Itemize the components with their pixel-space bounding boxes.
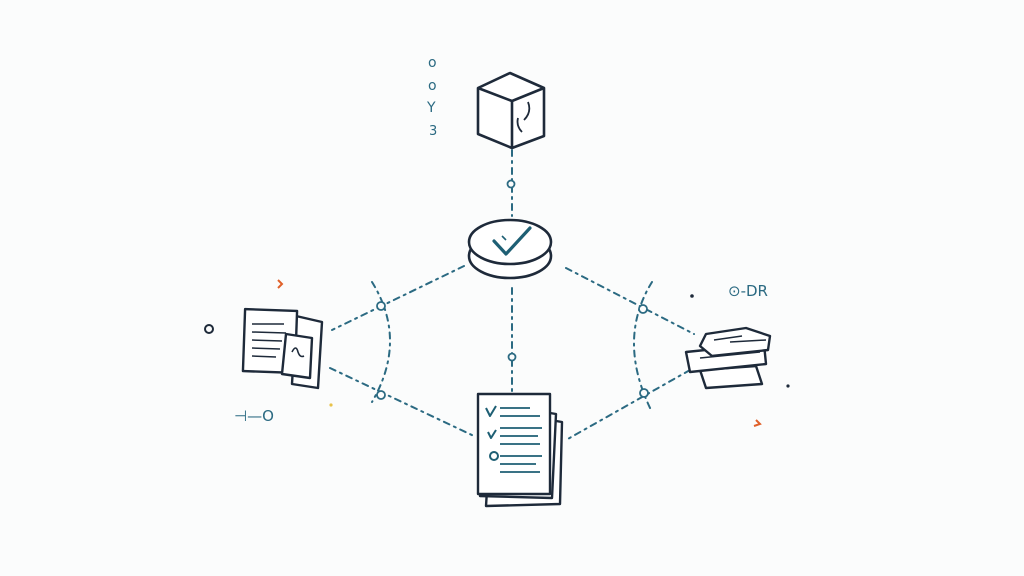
label-right: ⊙-DR (728, 282, 768, 300)
junction-node (376, 301, 386, 311)
glyph-labels: o o Y 3 ⊙-DR ⊣—O (234, 55, 768, 425)
connector-lines (329, 149, 695, 441)
glyph-top-left: 3 (429, 124, 437, 139)
stacked-books-icon (684, 326, 772, 390)
junction-node (639, 388, 649, 398)
junction-node (376, 390, 386, 400)
orange-mark (277, 279, 284, 289)
junction-node (506, 179, 516, 189)
decorative-accents (204, 279, 790, 427)
glyph-top-left: o (428, 55, 437, 71)
connector-hub-docs (331, 265, 465, 331)
dot-yellow (329, 403, 333, 407)
junction-node (638, 304, 648, 314)
dot (690, 294, 694, 298)
checkmark-hub-icon (467, 218, 553, 280)
glyph-top-left: o (428, 78, 437, 94)
dot-ring (204, 324, 214, 334)
checklist-documents-icon (476, 392, 564, 508)
glyph-top-left: Y (426, 100, 436, 116)
orange-mark (753, 419, 762, 427)
label-left: ⊣—O (234, 407, 274, 425)
cube-icon (476, 71, 546, 150)
connector-books-checklist (565, 369, 691, 441)
check-mark (492, 226, 532, 256)
dot (786, 384, 790, 388)
connector-docs-checklist (329, 367, 475, 437)
junction-node (507, 352, 517, 362)
junction-nodes (376, 179, 649, 400)
arc-left (371, 281, 391, 403)
documents-left-icon (241, 307, 324, 390)
connector-hub-books (565, 267, 695, 335)
